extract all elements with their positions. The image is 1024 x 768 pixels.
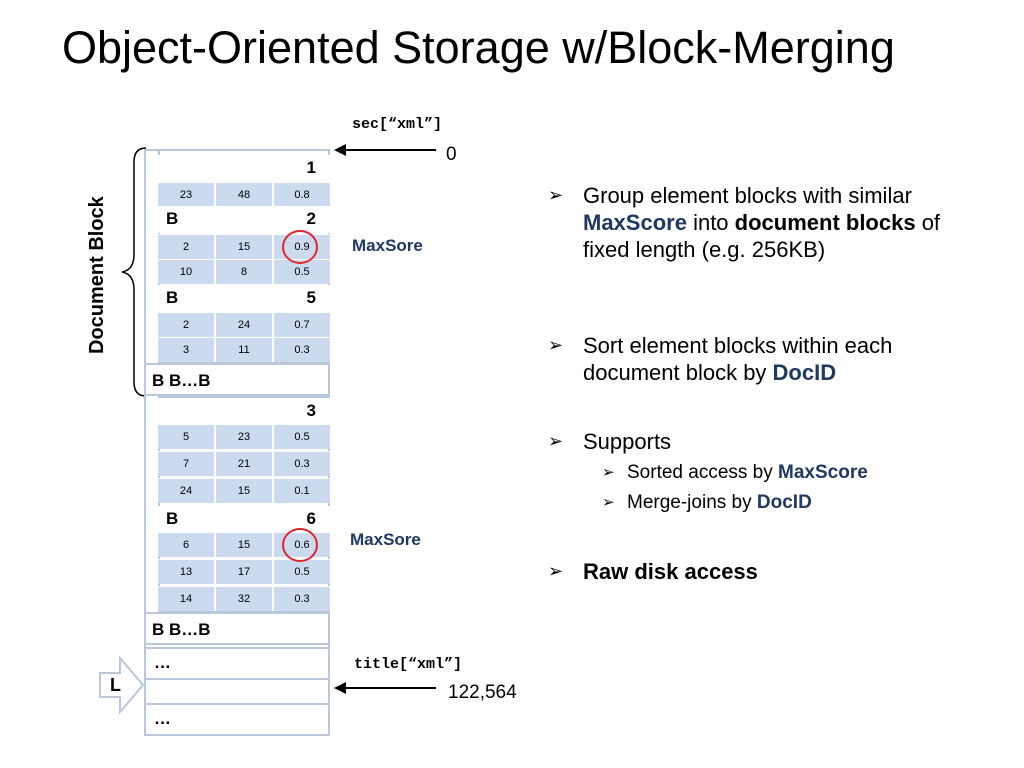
l-marker-label: L <box>110 675 121 695</box>
table-row: 3 11 0.3 <box>158 337 330 362</box>
table-row: 24 15 0.1 <box>158 478 330 503</box>
cell: 0.3 <box>274 587 330 611</box>
block-number: 2 <box>306 209 316 228</box>
cell: 0.7 <box>274 313 330 337</box>
cell: 0.9 <box>274 235 330 259</box>
table-row: 23 48 0.8 <box>158 182 330 207</box>
ellipsis-row-2: … <box>144 703 330 736</box>
bullet-3-text: Supports <box>583 429 672 454</box>
cell: 14 <box>158 587 216 611</box>
sec-offset: 0 <box>446 144 457 165</box>
cell: 5 <box>158 425 216 449</box>
cell: 0.1 <box>274 479 330 503</box>
block-number: 3 <box>306 401 316 420</box>
cell: 48 <box>216 183 274 207</box>
ellipsis-row-1: … <box>144 647 330 680</box>
cell: 8 <box>216 260 274 284</box>
curly-brace <box>121 147 147 397</box>
cell: 0.5 <box>274 260 330 284</box>
bb-label: B B…B <box>152 620 211 639</box>
table-row: 2 24 0.7 <box>158 312 330 337</box>
bullet-arrow-icon: ➢ <box>548 431 564 451</box>
table-row: 5 23 0.5 <box>158 424 330 449</box>
table-row: 13 17 0.5 <box>158 559 330 584</box>
document-block-label: Document Block <box>86 196 108 354</box>
cell: 17 <box>216 560 274 584</box>
arrow-left-icon <box>334 682 436 694</box>
bb-label: B B…B <box>152 371 211 390</box>
cell: 15 <box>216 479 274 503</box>
table-row: 2 15 0.9 <box>158 234 330 259</box>
cell: 24 <box>158 479 216 503</box>
bullet-arrow-icon: ➢ <box>602 464 615 481</box>
cell: 0.8 <box>274 183 330 207</box>
bullet-arrow-icon: ➢ <box>602 494 615 511</box>
block-number: 5 <box>306 288 316 307</box>
cell: 23 <box>216 425 274 449</box>
cell: 11 <box>216 338 274 362</box>
block-header-2: B 2 <box>158 206 330 233</box>
table-row: 10 8 0.5 <box>158 259 330 284</box>
arrow-left-icon <box>334 144 436 156</box>
cell: 0.3 <box>274 338 330 362</box>
document-block-label-wrap: Document Block <box>86 196 116 524</box>
bullet-arrow-icon: ➢ <box>548 335 564 355</box>
slide-title: Object-Oriented Storage w/Block-Merging <box>62 22 895 73</box>
cell: 0.5 <box>274 560 330 584</box>
block-b: B <box>166 209 179 228</box>
block-number: 1 <box>306 158 316 177</box>
cell: 3 <box>158 338 216 362</box>
bb-separator-1: B B…B <box>144 363 330 396</box>
bullet-arrow-icon: ➢ <box>548 561 564 581</box>
cell: 23 <box>158 183 216 207</box>
cell: 13 <box>158 560 216 584</box>
title-xml-label: title[“xml”] <box>354 656 463 673</box>
bullet-2-text: Sort element blocks within each document… <box>583 333 893 385</box>
cell: 15 <box>216 235 274 259</box>
cell: 15 <box>216 533 274 557</box>
sec-xml-label: sec[“xml”] <box>352 116 443 133</box>
block-b: B <box>166 509 179 528</box>
cell: 24 <box>216 313 274 337</box>
highlight-circle-icon <box>282 230 318 264</box>
cell: 0.5 <box>274 425 330 449</box>
cell: 6 <box>158 533 216 557</box>
bullet-1-text: Group element blocks with similar MaxSco… <box>583 183 941 262</box>
cell: 2 <box>158 235 216 259</box>
cell: 0.3 <box>274 452 330 476</box>
bb-separator-2: B B…B <box>144 612 330 645</box>
cell: 32 <box>216 587 274 611</box>
maxsore-label-2: MaxSore <box>350 530 421 549</box>
table-row: 7 21 0.3 <box>158 451 330 476</box>
ellipsis: … <box>154 653 171 672</box>
maxsore-label-1: MaxSore <box>352 236 423 255</box>
table-row: 14 32 0.3 <box>158 586 330 611</box>
highlight-circle-icon <box>282 528 318 562</box>
block-b: B <box>166 288 179 307</box>
cell: 21 <box>216 452 274 476</box>
bullet-4-text: Raw disk access <box>583 559 758 584</box>
bullet-3b-text: Merge-joins by DocID <box>627 492 812 513</box>
title-offset: 122,564 <box>448 682 517 703</box>
ellipsis: … <box>154 709 171 728</box>
block-header-5: B 5 <box>158 285 330 312</box>
cell: 10 <box>158 260 216 284</box>
l-marker-arrow-icon <box>99 656 145 714</box>
block-number: 6 <box>306 509 316 528</box>
block-header-3: 3 <box>158 398 330 425</box>
bullet-3a-text: Sorted access by MaxScore <box>627 462 868 483</box>
block-header-1: 1 <box>158 155 330 182</box>
cell: 7 <box>158 452 216 476</box>
cell: 2 <box>158 313 216 337</box>
bullet-arrow-icon: ➢ <box>548 185 564 205</box>
